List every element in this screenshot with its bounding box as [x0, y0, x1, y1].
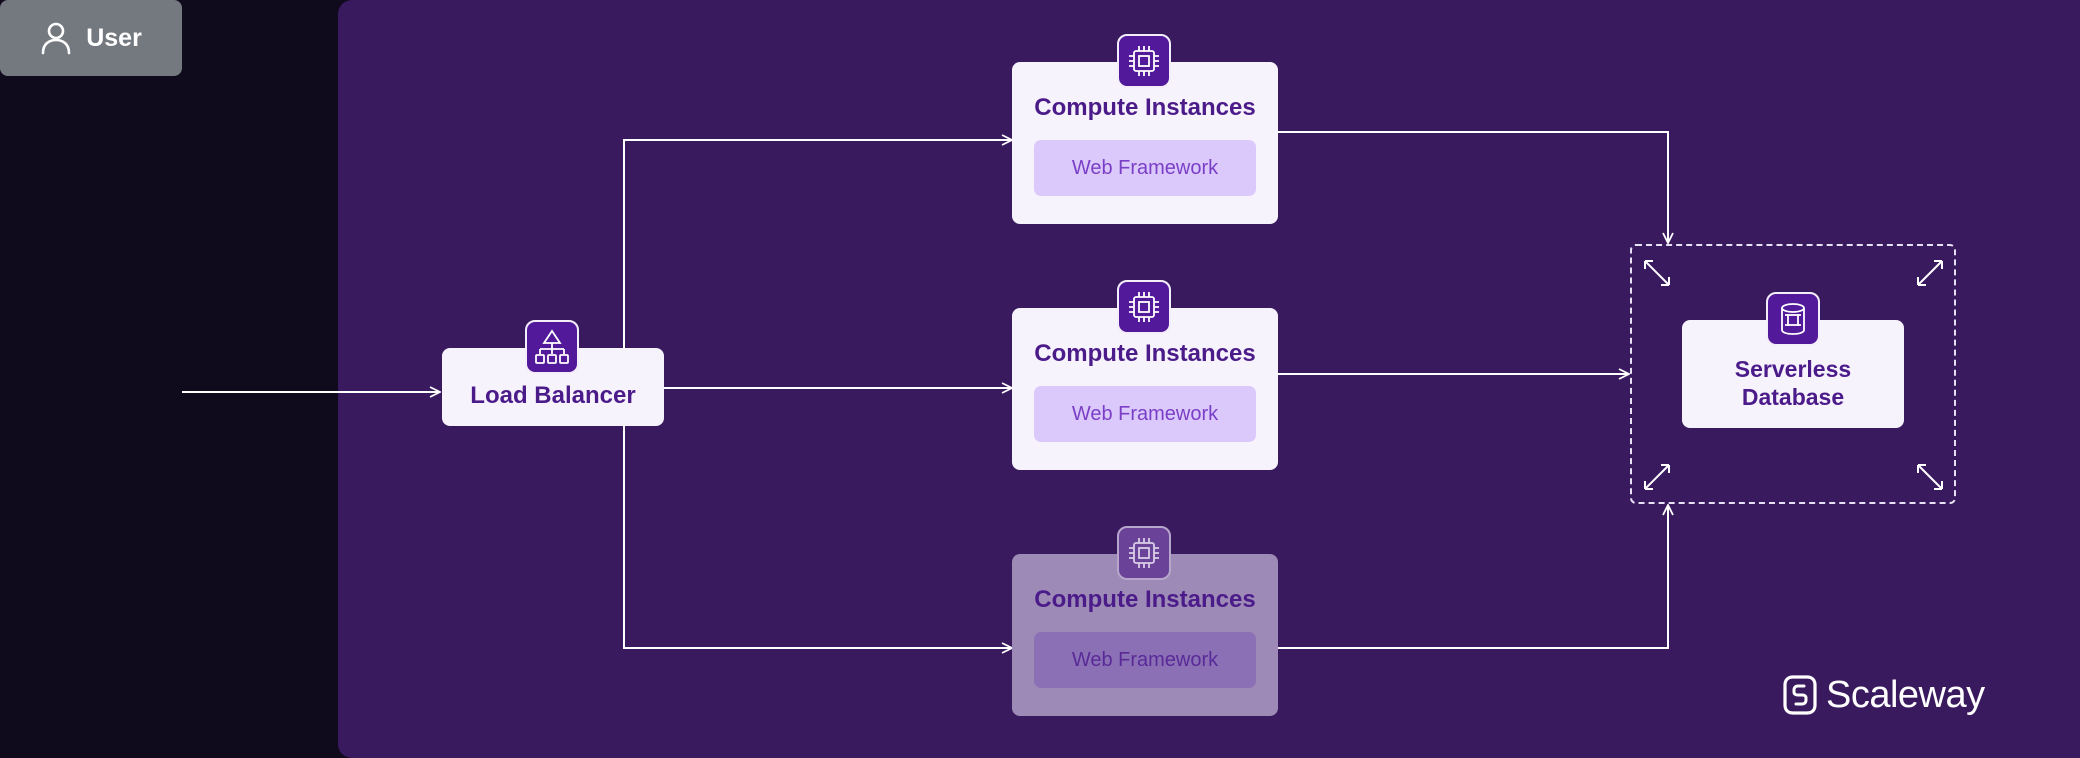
cpu-chip-icon: [1129, 538, 1159, 568]
compute-instance-1[interactable]: Compute Instances Web Framework: [1012, 62, 1278, 224]
autoscaling-boundary: [1630, 244, 1956, 504]
compute-instance-2[interactable]: Compute Instances Web Framework: [1012, 308, 1278, 470]
load-balancer-icon: [535, 329, 569, 364]
scaleway-logo: Scaleway: [1782, 672, 1985, 718]
database-label-line-2: Database: [1741, 384, 1845, 411]
compute-instance-3-web-framework: Web Framework: [1034, 632, 1256, 688]
compute-instance-2-title: Compute Instances: [1034, 340, 1256, 367]
database-badge: [1766, 292, 1820, 346]
edge-lb-to-compute-3: [623, 426, 1012, 648]
compute-instance-1-web-framework: Web Framework: [1034, 140, 1256, 196]
compute-instance-1-badge: [1117, 34, 1171, 88]
database-icon: [1781, 303, 1805, 335]
database-label-line-1: Serverless: [1734, 355, 1852, 382]
compute-instance-3-title: Compute Instances: [1034, 586, 1256, 613]
user-node[interactable]: User: [0, 0, 182, 76]
expand-diagonal-icon: [1644, 260, 1670, 286]
expand-diagonal-icon: [1917, 260, 1943, 286]
load-balancer-label: Load Balancer: [470, 382, 636, 409]
load-balancer-badge: [525, 320, 579, 374]
scaleway-logo-icon: [1783, 675, 1817, 715]
edge-lb-to-compute-1: [623, 140, 1012, 348]
edge-compute-3-to-db: [1278, 505, 1668, 649]
user-icon: [41, 22, 71, 55]
edge-compute-1-to-db: [1278, 131, 1668, 243]
user-label: User: [86, 23, 142, 52]
cpu-chip-icon: [1129, 46, 1159, 76]
compute-instance-2-badge: [1117, 280, 1171, 334]
compute-instance-1-title: Compute Instances: [1034, 94, 1256, 121]
compute-instance-3-badge: [1117, 526, 1171, 580]
scaleway-wordmark: Scaleway: [1826, 673, 1985, 716]
compute-instance-2-web-framework: Web Framework: [1034, 386, 1256, 442]
compute-instance-3[interactable]: Compute Instances Web Framework: [1012, 554, 1278, 716]
expand-diagonal-icon: [1644, 464, 1670, 490]
expand-diagonal-icon: [1917, 464, 1943, 490]
cpu-chip-icon: [1129, 292, 1159, 322]
